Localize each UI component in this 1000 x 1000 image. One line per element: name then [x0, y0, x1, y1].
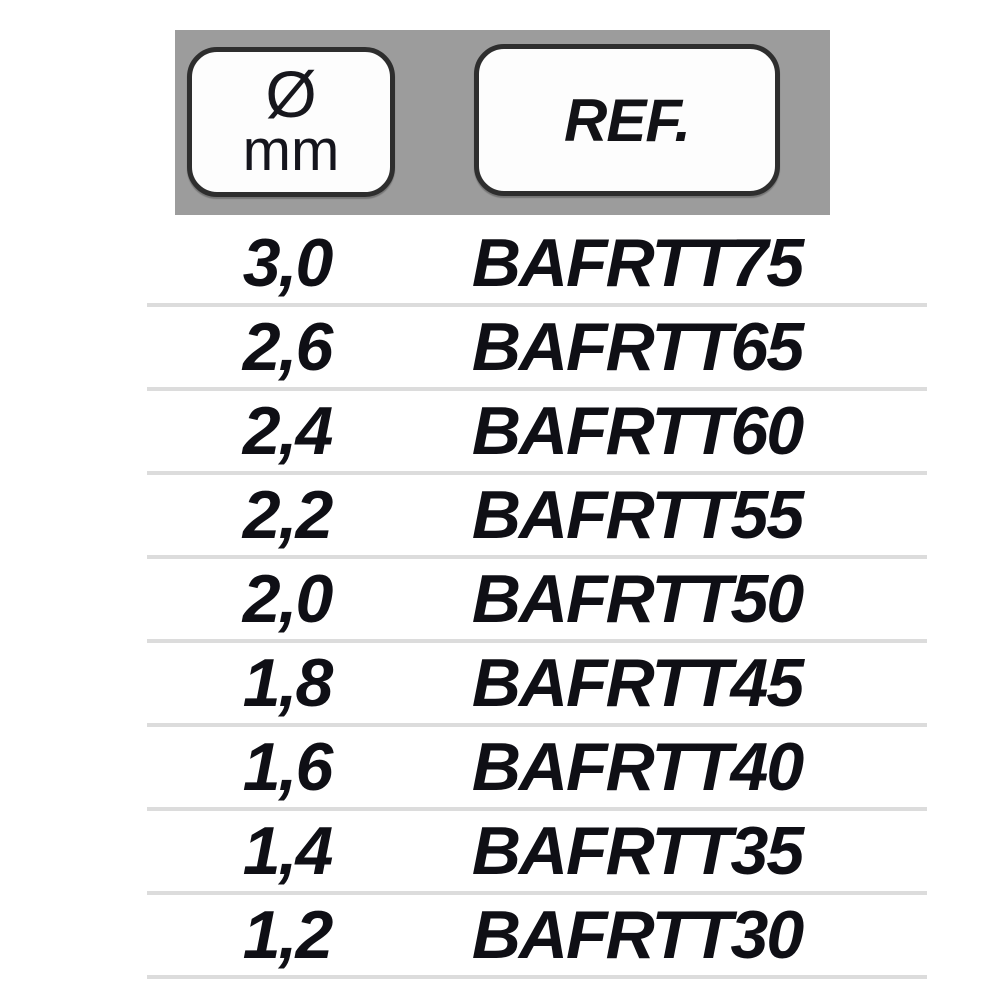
table-row: 2,6 BAFRTT65	[147, 307, 927, 391]
table-row: 2,0 BAFRTT50	[147, 559, 927, 643]
diameter-value: 2,2	[242, 477, 334, 553]
table-body: 3,0 BAFRTT75 2,6 BAFRTT65 2,4 BAFRTT60 2…	[147, 215, 927, 979]
ref-value: BAFRTT40	[471, 729, 804, 805]
diameter-icon: Ø	[265, 56, 317, 131]
ref-value: BAFRTT75	[471, 225, 804, 301]
ref-value: BAFRTT50	[471, 561, 804, 637]
table-row: 1,8 BAFRTT45	[147, 643, 927, 727]
ref-value: BAFRTT55	[471, 477, 804, 553]
diameter-value: 2,0	[242, 561, 334, 637]
diameter-column-header: Ø mm	[187, 47, 395, 197]
diameter-value: 1,4	[242, 813, 334, 889]
ref-value: BAFRTT35	[471, 813, 804, 889]
ref-column-header: REF.	[474, 44, 780, 196]
table-row: 1,2 BAFRTT30	[147, 895, 927, 979]
ref-value: BAFRTT45	[471, 645, 804, 721]
diameter-value: 1,6	[242, 729, 334, 805]
diameter-value: 2,6	[242, 309, 334, 385]
diameter-value: 1,8	[242, 645, 334, 721]
table-row: 2,4 BAFRTT60	[147, 391, 927, 475]
table-row: 2,2 BAFRTT55	[147, 475, 927, 559]
ref-value: BAFRTT65	[471, 309, 804, 385]
diameter-unit-label: mm	[242, 118, 340, 184]
table-header-band: Ø mm REF.	[175, 30, 830, 215]
ref-value: BAFRTT30	[471, 897, 804, 973]
ref-header-label: REF.	[563, 86, 691, 154]
diameter-value: 1,2	[242, 897, 334, 973]
table-row: 3,0 BAFRTT75	[147, 223, 927, 307]
ref-value: BAFRTT60	[471, 393, 804, 469]
table-row: 1,4 BAFRTT35	[147, 811, 927, 895]
table-row: 1,6 BAFRTT40	[147, 727, 927, 811]
diameter-value: 3,0	[242, 225, 334, 301]
diameter-value: 2,4	[242, 393, 334, 469]
